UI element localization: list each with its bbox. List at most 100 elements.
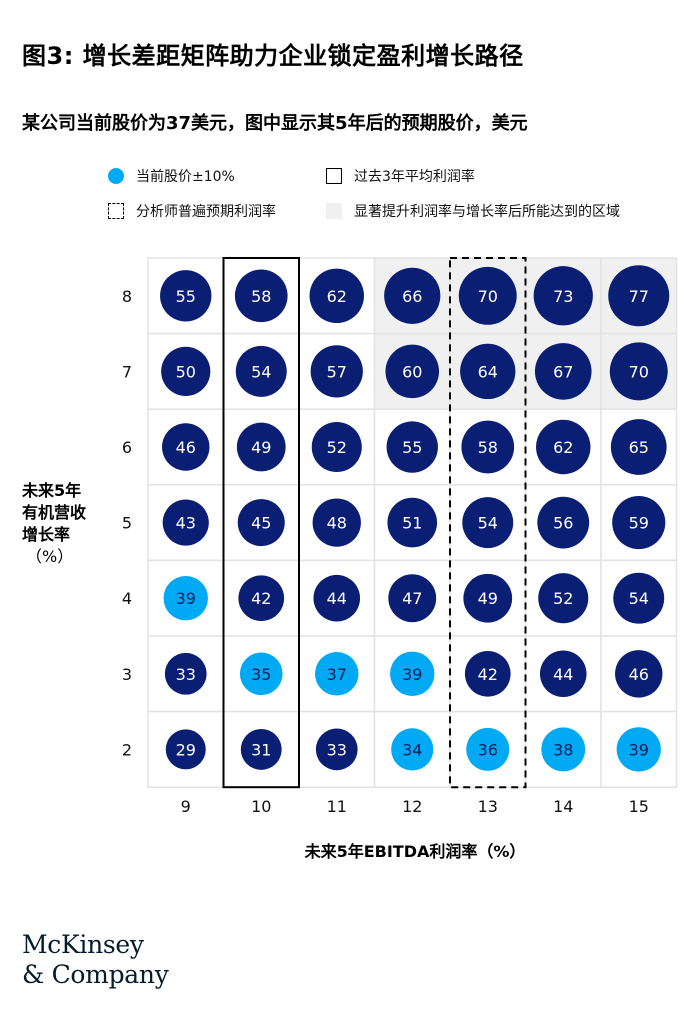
y-axis-title-line: 增长率 [22,525,71,544]
chart-title: 图3: 增长差距矩阵助力企业锁定盈利增长路径 [22,42,524,70]
price-value-label: 58 [478,438,498,457]
price-value-label: 29 [176,740,196,759]
legend-current-price-label: 当前股价±10% [136,169,235,185]
price-value-label: 73 [553,287,573,306]
legend-shade-swatch [326,203,342,219]
price-circle [463,573,513,623]
price-value-label: 65 [629,438,649,457]
price-circle [612,496,666,550]
price-value-label: 52 [327,438,347,457]
price-value-label: 67 [553,362,573,381]
price-circle [234,269,288,323]
price-value-label: 54 [478,514,498,533]
price-circle [610,419,667,475]
price-circle-current [315,652,359,696]
legend-dashed-box-swatch [108,203,124,219]
price-circle [613,572,665,624]
x-axis-title: 未来5年EBITDA利润率（%） [304,842,526,861]
price-value-label: 55 [176,287,196,306]
legend-reachable: 显著提升利润率与增长率后所能达到的区域 [326,201,620,221]
price-circle [461,420,515,474]
price-value-label: 43 [176,514,196,533]
legend-analyst: 分析师普遍预期利润率 [108,201,276,221]
price-value-label: 51 [402,514,422,533]
price-value-label: 58 [251,287,271,306]
legend-reachable-label: 显著提升利润率与增长率后所能达到的区域 [354,204,620,220]
legend-solid-box-swatch [326,168,342,184]
legend-past-3yr: 过去3年平均利润率 [326,166,475,186]
price-circle [311,421,362,473]
price-circle [162,423,210,471]
price-circle [386,421,438,473]
legend-current-price: 当前股价±10% [108,166,235,186]
price-value-label: 57 [327,362,347,381]
price-value-label: 39 [176,589,196,608]
price-circle-current [391,728,434,771]
price-value-label: 66 [402,287,422,306]
price-circle [609,342,668,401]
price-circle-current [616,727,661,772]
price-value-label: 62 [553,438,573,457]
price-value-label: 54 [251,362,271,381]
price-value-label: 62 [327,287,347,306]
logo-line-1: McKinsey [22,930,144,959]
y-axis-title-line: 有机营收 [22,503,87,522]
price-value-label: 64 [478,362,498,381]
mckinsey-logo: McKinsey & Company [22,930,169,990]
matrix-cell [373,635,451,713]
price-circle-current [466,727,510,771]
price-value-label: 52 [553,589,573,608]
matrix-cell [147,484,225,562]
price-circle [240,728,282,770]
price-circle [164,652,207,695]
chart-subtitle: 某公司当前股价为37美元，图中显示其5年后的预期股价，美元 [22,113,528,134]
price-circle [388,574,437,623]
matrix-cell [147,332,225,410]
price-value-label: 34 [402,740,422,759]
price-circle-current [163,576,208,621]
price-circle [464,650,511,697]
price-circle-current [541,727,586,772]
analyst-margin-box [449,257,527,789]
price-value-label: 77 [629,287,649,306]
price-circle [309,268,364,324]
price-value-label: 45 [251,514,271,533]
y-tick-label: 4 [122,589,132,608]
price-value-label: 54 [629,589,649,608]
x-tick-label: 11 [327,797,347,816]
price-value-label: 44 [553,665,573,684]
price-circle [161,346,211,396]
price-circle [537,496,590,549]
price-circle [312,498,361,547]
price-value-label: 35 [251,665,271,684]
price-value-label: 39 [402,665,422,684]
price-circle [238,575,285,622]
price-circle [235,345,287,397]
price-value-label: 46 [176,438,196,457]
price-value-label: 49 [478,589,498,608]
y-tick-label: 5 [122,514,132,533]
price-value-label: 70 [629,362,649,381]
y-tick-label: 6 [122,438,132,457]
price-circle [315,728,358,771]
price-circle [462,497,514,549]
price-circle [385,344,440,399]
price-circle [458,266,517,325]
past-3yr-margin-box [222,257,300,789]
price-value-label: 31 [251,740,271,759]
x-tick-label: 12 [402,797,422,816]
price-value-label: 38 [553,740,573,759]
price-circle [310,345,363,398]
price-value-label: 42 [478,665,498,684]
y-tick-label: 8 [122,287,132,306]
price-value-label: 47 [402,589,422,608]
price-value-label: 42 [251,589,271,608]
price-value-label: 49 [251,438,271,457]
price-circle [538,573,589,624]
legend-analyst-label: 分析师普遍预期利润率 [136,204,276,220]
price-value-label: 60 [402,362,422,381]
price-value-label: 39 [629,740,649,759]
price-circle [236,422,286,472]
price-circle [615,650,663,698]
